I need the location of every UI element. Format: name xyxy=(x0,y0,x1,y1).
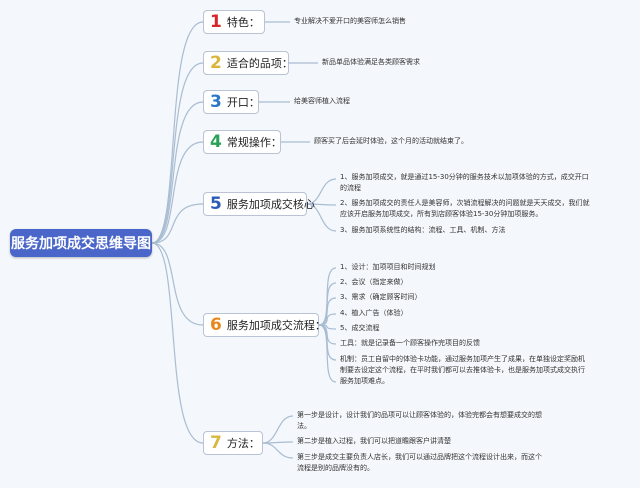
root-title: 服务加项成交思维导图 xyxy=(11,236,151,252)
leaf-text-5-4: 应该开启服务加项成交，所有到店顾客体验15-30分钟加项服务。 xyxy=(340,210,543,218)
branch-connector-6 xyxy=(151,242,204,326)
leaf-text-6-2: 2、会议（指定来做） xyxy=(340,278,408,286)
leaf-text-7-2: 法。 xyxy=(297,422,311,430)
branch-connector-5 xyxy=(151,203,204,244)
leaf-connector-6-8 xyxy=(318,324,337,383)
branch-label-2: 适合的品项： xyxy=(226,57,293,70)
branch-node-2[interactable]: 2 适合的品项： xyxy=(203,51,293,75)
leaf-connector-7-3 xyxy=(262,442,294,459)
leaf-text-6-5: 5、成交流程 xyxy=(340,324,380,332)
leaf-text-5-5: 3、服务加项系统性的结构：流程、工具、机制、方法 xyxy=(340,226,506,234)
branch-node-3[interactable]: 3 开口： xyxy=(203,90,260,114)
leaf-text-7-4: 第三步是成交主要负责人店长，我们可以通过品牌把这个流程设计出来，而这个 xyxy=(297,453,542,461)
leaf-text-7-3: 第二步是植入过程，我们可以把道瞻跟客户讲清楚 xyxy=(297,437,451,445)
leaf-text-1-1: 专业解决不爱开口的美容师怎么销售 xyxy=(294,17,406,25)
branch-label-3: 开口： xyxy=(226,96,260,109)
leaf-text-5-3: 2、服务加项成交的责任人是美容师，次销流程解决的问题就是天天成交，我们就 xyxy=(340,199,590,207)
leaf-text-6-7: 机制：员工自留中的体验卡功能，通过服务加项产生了成果，在单独设定奖励机 xyxy=(340,355,585,363)
leaf-text-5-1: 1、服务加项成交，就是通过15-30分钟的服务技术以加项体验的方式，成交开口 xyxy=(340,173,589,181)
leaf-text-6-1: 1、设计：加项项目和时间规划 xyxy=(340,263,436,271)
branch-number-5: 5 xyxy=(210,194,222,214)
branch-number-2: 2 xyxy=(210,53,222,73)
leaf-connector-7-1 xyxy=(262,415,294,444)
branch-label-4: 常规操作： xyxy=(226,136,282,149)
branch-label-7: 方法： xyxy=(226,437,260,450)
root-topic[interactable]: 服务加项成交思维导图 xyxy=(10,229,152,257)
leaf-text-6-4: 4、植入广告（体验） xyxy=(340,309,408,317)
leaf-connector-5-1 xyxy=(306,178,337,205)
branch-label-5: 服务加项成交核心 xyxy=(226,198,315,211)
leaf-text-6-9: 服务加项难点。 xyxy=(340,377,389,385)
branch-connector-4 xyxy=(151,141,204,244)
branch-node-1[interactable]: 1 特色： xyxy=(203,10,265,34)
leaf-text-6-6: 工具：就是记录备一个顾客操作完项目的反馈 xyxy=(340,339,480,347)
branch-connector-7 xyxy=(151,242,204,444)
leaf-text-6-8: 制要去设定这个流程，在平时我们都可以去推体验卡，也是服务加项式成交执行 xyxy=(340,366,585,374)
leaf-connector-5-3 xyxy=(306,203,337,232)
branch-connector-2 xyxy=(151,62,204,244)
branch-number-6: 6 xyxy=(210,315,222,335)
leaf-text-2-1: 新品单品体验满足各类顾客需求 xyxy=(322,58,420,66)
branch-label-1: 特色： xyxy=(226,16,260,29)
leaf-text-6-3: 3、需求（确定顾客时间） xyxy=(340,293,422,301)
leaf-text-3-1: 给美容师植入流程 xyxy=(294,97,350,105)
branch-number-7: 7 xyxy=(210,433,222,453)
branch-node-7[interactable]: 7 方法： xyxy=(203,431,263,455)
branch-number-1: 1 xyxy=(210,12,222,32)
branch-connector-3 xyxy=(151,101,204,244)
branch-node-5[interactable]: 5 服务加项成交核心 xyxy=(203,192,315,216)
branch-node-6[interactable]: 6 服务加项成交流程： xyxy=(203,313,326,337)
branch-connector-1 xyxy=(151,21,204,244)
leaf-text-5-2: 的流程 xyxy=(340,184,361,192)
leaf-text-7-1: 第一步是设计，设计我们的品项可以让顾客体验的，体验完都会有想要成交的想 xyxy=(297,411,542,419)
branch-number-3: 3 xyxy=(210,92,222,112)
branch-node-4[interactable]: 4 常规操作： xyxy=(203,130,282,154)
leaf-text-7-5: 流程是别的品牌没有的。 xyxy=(297,464,374,472)
branch-number-4: 4 xyxy=(210,132,222,152)
branch-label-6: 服务加项成交流程： xyxy=(226,319,326,332)
leaf-text-4-1: 顾客买了后会延时体验，这个月的活动就结束了。 xyxy=(314,137,468,145)
